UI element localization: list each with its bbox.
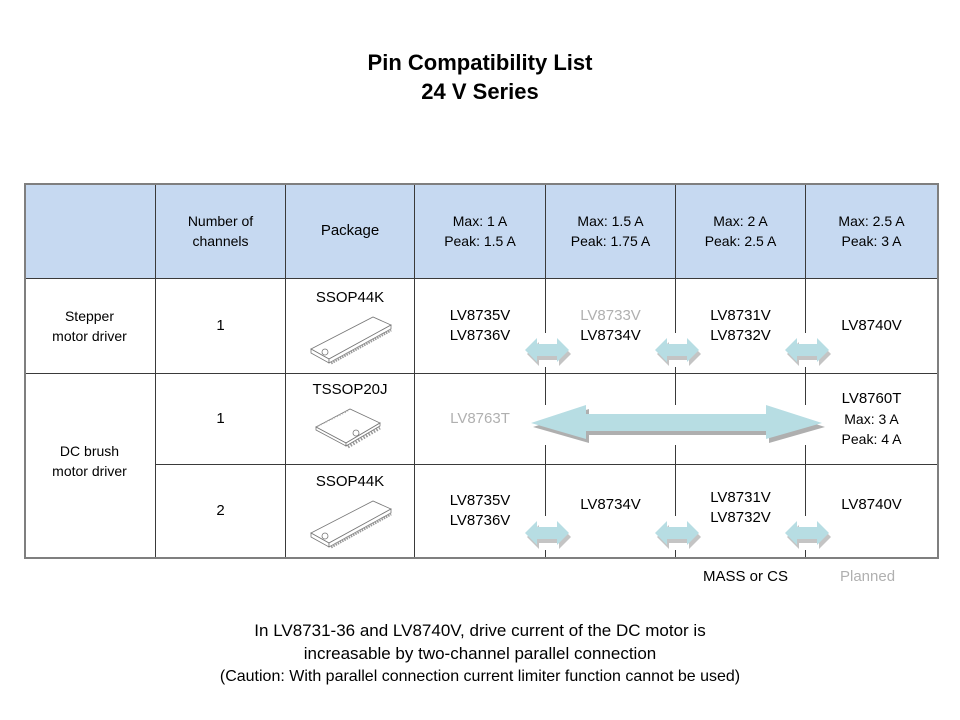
ssop44k-chip-icon [310, 500, 392, 549]
row1-part-cell-2-5a: LV8740V [806, 279, 937, 373]
note-caution: (Caution: With parallel connection curre… [219, 668, 741, 685]
header-package: Package [320, 221, 380, 239]
column-divider [414, 183, 415, 557]
long-double-arrow-icon [531, 405, 825, 443]
header-max: Max: 2.5 A [838, 212, 905, 229]
header-rating-1-5a: Max: 1.5 A Peak: 1.75 A [546, 183, 675, 278]
double-arrow-icon [525, 338, 571, 366]
header-rating-2a: Max: 2 A Peak: 2.5 A [676, 183, 805, 278]
category-dc-brush: DC brush motor driver [24, 374, 155, 557]
row3-part-cell-2-5a: LV8740V [806, 465, 937, 545]
part-number: LV8735V [449, 492, 511, 509]
note-line-1: In LV8731-36 and LV8740V, drive current … [254, 621, 706, 640]
table-header-background [24, 183, 937, 278]
column-divider [805, 183, 806, 557]
header-peak: Peak: 1.75 A [570, 232, 651, 249]
header-rating-2-5a: Max: 2.5 A Peak: 3 A [806, 183, 937, 278]
part-number: LV8731V [710, 489, 771, 506]
double-arrow-icon [655, 521, 701, 549]
page-title: Pin Compatibility List [367, 50, 593, 75]
header-max: Max: 1.5 A [577, 212, 644, 229]
part-number-planned: LV8733V [580, 307, 641, 324]
row3-channels: 2 [216, 502, 225, 519]
category-label-line2: motor driver [52, 328, 127, 344]
row2-part-cell-1a: LV8763T [415, 374, 545, 464]
row1-channels: 1 [216, 317, 225, 334]
part-number-planned: LV8763T [450, 410, 510, 427]
row3-part-cell-1-5a: LV8734V [546, 465, 675, 545]
header-peak: Peak: 1.5 A [444, 232, 516, 249]
part-number: LV8736V [449, 512, 511, 529]
header-max: Max: 1 A [452, 212, 508, 229]
row1-part-cell-2a: LV8731V LV8732V [676, 279, 805, 373]
row3-package-label: SSOP44K [315, 473, 385, 490]
double-arrow-icon [655, 338, 701, 366]
part-number: LV8740V [841, 317, 902, 334]
header-peak: Peak: 3 A [841, 232, 902, 249]
category-label-line2: motor driver [52, 462, 127, 479]
column-divider [155, 183, 156, 557]
table-border [24, 183, 939, 559]
category-stepper: Stepper motor driver [24, 279, 155, 373]
legend-planned: Planned [840, 568, 896, 585]
ssop44k-chip-icon [310, 316, 392, 365]
category-label-line1: Stepper [64, 308, 115, 324]
page-subtitle: 24 V Series [421, 79, 539, 104]
category-label-line1: DC brush [59, 442, 120, 459]
part-number: LV8735V [449, 307, 511, 324]
double-arrow-icon [785, 521, 831, 549]
header-max: Max: 2 A [713, 212, 768, 229]
row-divider [24, 373, 937, 374]
column-divider [545, 183, 546, 557]
header-channels-line2: channels [192, 232, 249, 249]
row1-part-cell-1a: LV8735V LV8736V [415, 279, 545, 373]
part-number: LV8732V [710, 509, 771, 526]
part-number: LV8760T [841, 390, 902, 407]
legend-mass-or-cs: MASS or CS [703, 568, 789, 585]
row3-part-cell-1a: LV8735V LV8736V [415, 465, 545, 557]
column-divider [675, 183, 676, 557]
header-channels-line1: Number of [187, 212, 254, 229]
row2-part-cell-2-5a: LV8760T Max: 3 A Peak: 4 A [806, 374, 937, 464]
row-divider [24, 278, 937, 279]
tssop20j-chip-icon [315, 408, 381, 449]
part-number: LV8734V [580, 496, 641, 513]
part-number: LV8732V [710, 327, 771, 344]
row3-part-cell-2a: LV8731V LV8732V [676, 465, 805, 551]
pin-compatibility-table: Number of channels Package Max: 1 A Peak… [24, 183, 939, 559]
part-number: LV8731V [710, 307, 771, 324]
row2-channels: 1 [216, 410, 225, 427]
column-divider [285, 183, 286, 557]
part-number: LV8740V [841, 496, 902, 513]
header-peak: Peak: 2.5 A [704, 232, 777, 249]
part-peak-rating: Peak: 4 A [841, 431, 902, 447]
double-arrow-icon [785, 338, 831, 366]
part-number: LV8736V [449, 327, 511, 344]
header-rating-1a: Max: 1 A Peak: 1.5 A [415, 183, 545, 278]
row1-part-cell-1-5a: LV8733V LV8734V [546, 279, 675, 373]
note-line-2: increasable by two-channel parallel conn… [303, 644, 657, 663]
part-max-rating: Max: 3 A [844, 411, 899, 427]
double-arrow-icon [525, 521, 571, 549]
row2-package-label: TSSOP20J [312, 381, 388, 398]
header-channels: Number of channels [156, 183, 285, 278]
row1-package-label: SSOP44K [315, 289, 385, 306]
part-number: LV8734V [580, 327, 641, 344]
row-divider [155, 464, 937, 465]
